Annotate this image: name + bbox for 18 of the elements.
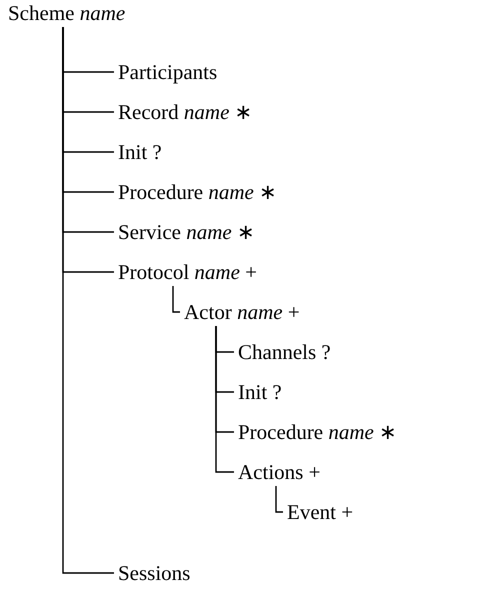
tree-connector: [215, 326, 234, 473]
tree-label: Actor name +: [184, 299, 300, 325]
tree-connector: [62, 27, 114, 574]
tree-label: Init ?: [238, 379, 282, 405]
tree-label: Scheme name: [8, 0, 126, 26]
tree-connector: [172, 286, 180, 313]
tree-label: Init ?: [118, 139, 162, 165]
tree-label: Event +: [287, 499, 354, 525]
tree-label: Actions +: [238, 459, 320, 485]
tree-label: Procedure name ∗: [118, 179, 278, 205]
tree-label: Sessions: [118, 560, 190, 586]
tree-label: Procedure name ∗: [238, 419, 398, 445]
tree-label: Record name ∗: [118, 99, 253, 125]
tree-label: Channels ?: [238, 339, 331, 365]
tree-label: Participants: [118, 59, 218, 85]
tree-label: Protocol name +: [118, 259, 258, 285]
tree-label: Service name ∗: [118, 219, 255, 245]
tree-connector: [275, 486, 283, 513]
